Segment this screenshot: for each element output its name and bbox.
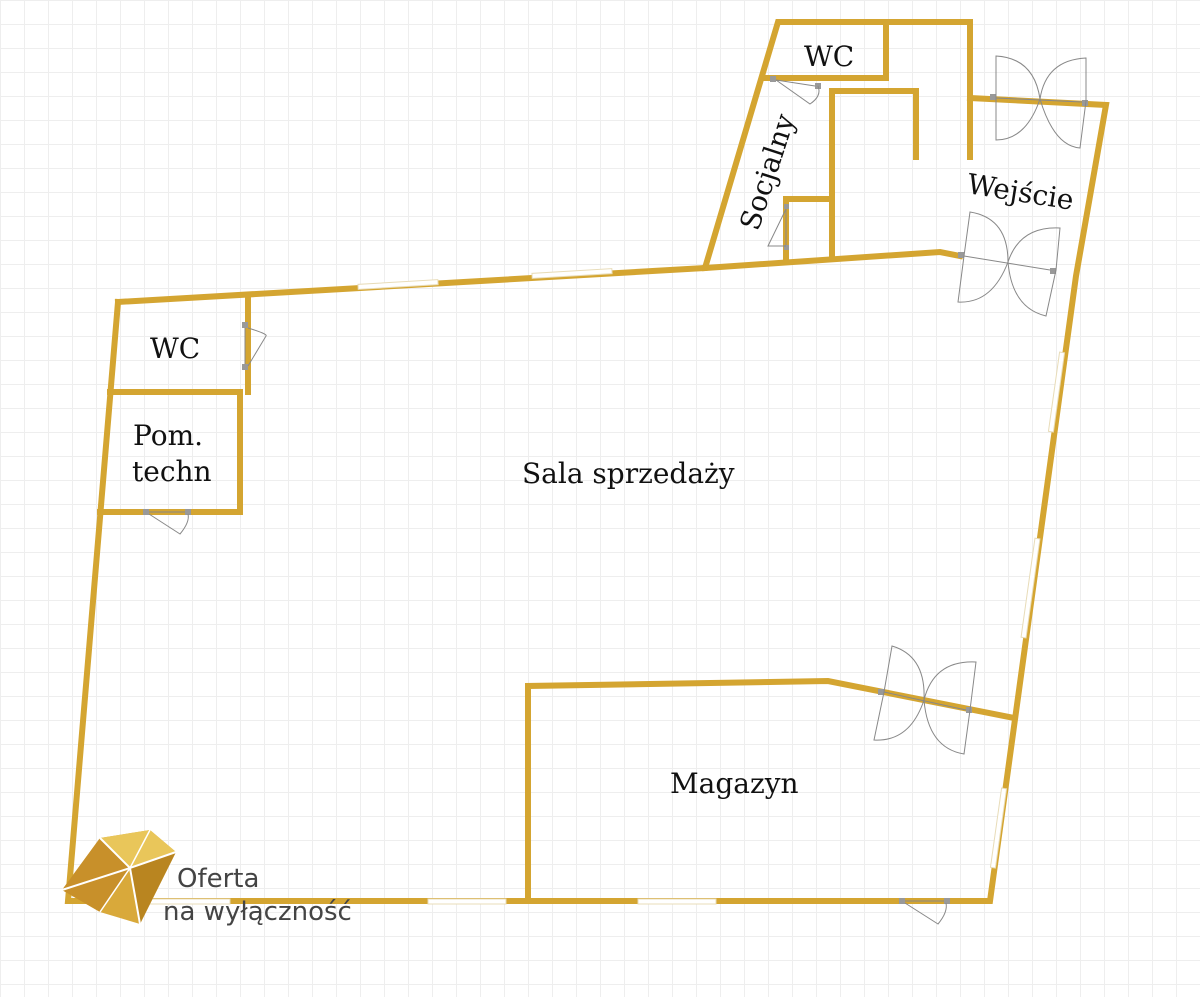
logo: Oferta na wyłączność	[61, 829, 352, 927]
window-right-2	[1020, 537, 1041, 639]
label-wejscie: Wejście	[965, 167, 1076, 216]
window-right-3	[989, 787, 1008, 869]
windows	[149, 268, 1066, 905]
label-wc-left: WC	[150, 332, 200, 365]
logo-text-line2: na wyłączność	[163, 897, 352, 927]
label-pom-techn-1: Pom.	[133, 419, 203, 452]
window-bottom-1	[427, 898, 507, 905]
door-socjalny	[767, 204, 789, 250]
door-wc-top	[770, 76, 821, 105]
window-top-1	[357, 279, 439, 290]
diamond-logo-icon	[61, 829, 177, 925]
window-bottom-2	[637, 898, 717, 905]
label-sala-sprzedazy: Sala sprzedaży	[522, 457, 735, 490]
door-bottom-right	[899, 898, 950, 925]
door-wc-left	[242, 322, 267, 370]
door-pom-techn	[143, 509, 191, 535]
doors	[143, 55, 1088, 925]
logo-text-line1: Oferta	[177, 864, 259, 894]
door-magazyn	[873, 645, 977, 755]
door-entrance-top	[990, 55, 1088, 149]
label-wc-top: WC	[804, 40, 854, 73]
window-top-2	[531, 268, 613, 279]
window-right-1	[1047, 351, 1066, 433]
label-magazyn: Magazyn	[670, 767, 799, 800]
door-entrance-lower	[957, 211, 1061, 317]
label-pom-techn-2: techn	[132, 455, 212, 488]
